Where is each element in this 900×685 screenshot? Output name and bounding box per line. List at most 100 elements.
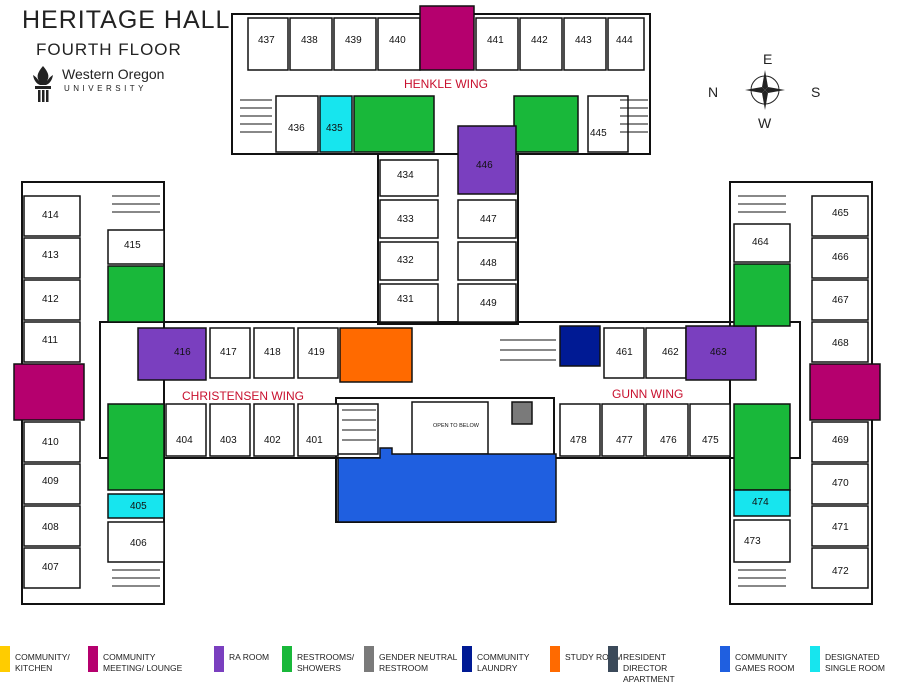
- legend-swatch: [364, 646, 374, 672]
- legend-swatch: [462, 646, 472, 672]
- room-469: 469: [832, 435, 849, 446]
- christensen-wing-label: CHRISTENSEN WING: [182, 389, 304, 403]
- legend-swatch: [282, 646, 292, 672]
- room-415: 415: [124, 240, 141, 251]
- legend-swatch: [0, 646, 10, 672]
- logo-subtext: UNIVERSITY: [64, 84, 148, 93]
- room-474: 474: [752, 497, 769, 508]
- room-408: 408: [42, 522, 59, 533]
- compass-w: W: [758, 115, 772, 130]
- legend-label: GENDER NEUTRAL RESTROOM: [379, 652, 458, 673]
- single-room-474: [733, 489, 791, 517]
- legend-swatch: [88, 646, 98, 672]
- gunn-wing-label: GUNN WING: [612, 387, 683, 401]
- floor-plan: HENKLE WING CHRISTENSEN WING GUNN WING O…: [13, 5, 881, 605]
- room-473: 473: [744, 536, 761, 547]
- floor-subtitle: FOURTH FLOOR: [36, 40, 182, 59]
- restroom-gunn-south: [733, 403, 791, 491]
- legend-label: DESIGNATED SINGLE ROOM: [825, 652, 885, 673]
- legend-label: COMMUNITY LAUNDRY: [477, 652, 530, 673]
- room-405: 405: [130, 501, 147, 512]
- room-418: 418: [264, 347, 281, 358]
- compass-e: E: [763, 51, 772, 67]
- room-461: 461: [616, 347, 633, 358]
- room-449: 449: [480, 298, 497, 309]
- room-446: 446: [476, 160, 493, 171]
- room-411: 411: [42, 335, 58, 346]
- legend: COMMUNITY/ KITCHEN COMMUNITY MEETING/ LO…: [0, 640, 900, 684]
- room-448: 448: [480, 258, 497, 269]
- compass-s: S: [811, 84, 820, 100]
- torch-icon: [33, 66, 53, 102]
- room-471: 471: [832, 522, 849, 533]
- legend-label: STUDY ROOM: [565, 652, 623, 662]
- room-477: 477: [616, 435, 633, 446]
- gender-neutral-restroom: [511, 401, 533, 425]
- room-412: 412: [42, 294, 59, 305]
- room-402: 402: [264, 435, 281, 446]
- legend-label: COMMUNITY GAMES ROOM: [735, 652, 795, 673]
- room-472: 472: [832, 566, 849, 577]
- lounge-henkle: [419, 5, 475, 71]
- laundry-room: [559, 325, 601, 367]
- legend-swatch: [810, 646, 820, 672]
- ra-room-463: [685, 325, 757, 381]
- room-465: 465: [832, 208, 849, 219]
- legend-swatch: [608, 646, 618, 672]
- legend-swatch: [550, 646, 560, 672]
- legend-label: RA ROOM: [229, 652, 270, 662]
- room-410: 410: [42, 437, 59, 448]
- henkle-wing-label: HENKLE WING: [404, 77, 488, 91]
- legend-swatch: [214, 646, 224, 672]
- room-434: 434: [397, 170, 414, 181]
- compass-n: N: [708, 84, 718, 100]
- room-444: 444: [616, 35, 633, 46]
- lounge-christensen: [13, 363, 85, 421]
- room-466: 466: [832, 252, 849, 263]
- room-478: 478: [570, 435, 587, 446]
- room-441: 441: [487, 35, 504, 46]
- single-room-435: [319, 95, 353, 153]
- room-401: 401: [306, 435, 323, 446]
- games-room: [337, 447, 557, 523]
- room-442: 442: [531, 35, 548, 46]
- room-447: 447: [480, 214, 497, 225]
- restroom-christensen-north: [107, 265, 165, 323]
- lounge-gunn: [809, 363, 881, 421]
- legend-label: RESTROOMS/ SHOWERS: [297, 652, 355, 673]
- room-431: 431: [397, 294, 414, 305]
- room-414: 414: [42, 210, 59, 221]
- ra-room-446: [457, 125, 517, 195]
- room-476: 476: [660, 435, 677, 446]
- room-409: 409: [42, 476, 59, 487]
- room-445: 445: [590, 128, 607, 139]
- room-464: 464: [752, 237, 769, 248]
- single-room-405: [107, 493, 165, 519]
- room-470: 470: [832, 478, 849, 489]
- restroom-christensen-south: [107, 403, 165, 491]
- central-spine-outline: [377, 153, 519, 325]
- room-numbers: 437 438 439 440 441 442 443 444 436 435 …: [42, 35, 849, 577]
- room-438: 438: [301, 35, 318, 46]
- room-432: 432: [397, 255, 414, 266]
- room-475: 475: [702, 435, 719, 446]
- restroom-henkle-west: [353, 95, 435, 153]
- room-407: 407: [42, 562, 59, 573]
- room-417: 417: [220, 347, 237, 358]
- room-433: 433: [397, 214, 414, 225]
- ra-room-416: [137, 327, 207, 381]
- open-to-below-label: OPEN TO BELOW: [433, 423, 480, 429]
- room-468: 468: [832, 338, 849, 349]
- room-403: 403: [220, 435, 237, 446]
- room-416: 416: [174, 347, 191, 358]
- room-406: 406: [130, 538, 147, 549]
- room-435: 435: [326, 123, 343, 134]
- room-467: 467: [832, 295, 849, 306]
- restroom-henkle-east: [513, 95, 579, 153]
- page-title: HERITAGE HALL: [22, 6, 231, 34]
- room-462: 462: [662, 347, 679, 358]
- room-463: 463: [710, 347, 727, 358]
- legend-label: COMMUNITY/ KITCHEN: [15, 652, 70, 673]
- room-413: 413: [42, 250, 59, 261]
- legend-label: COMMUNITY MEETING/ LOUNGE: [103, 652, 183, 673]
